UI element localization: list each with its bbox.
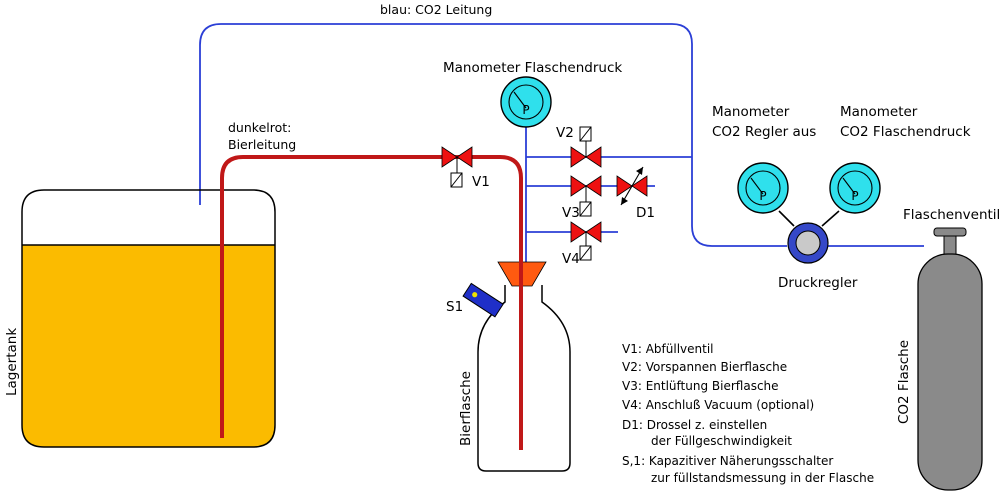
gauge-co2-cylinder: P — [829, 162, 881, 214]
cylinder-body — [917, 253, 983, 491]
throttle-d1 — [616, 166, 648, 206]
gauge-regulator-label-2: CO2 Regler aus — [712, 124, 816, 140]
gauge-regulator-out: P — [737, 162, 789, 214]
valve-v2-label: V2 — [556, 125, 574, 141]
legend: V1: Abfüllventil V2: Vorspannen Bierflas… — [622, 342, 874, 485]
legend-line: S,1: Kapazitiver Näherungsschalter — [622, 454, 833, 468]
gauge-bottle-label: Manometer Flaschendruck — [443, 60, 622, 76]
tank-outline — [21, 189, 276, 448]
gauge-bottle-pressure: P — [500, 76, 552, 128]
valve-v3 — [570, 175, 602, 217]
legend-line: zur füllstandsmessung in der Flasche — [651, 471, 874, 485]
valve-v4-label: V4 — [562, 251, 580, 267]
legend-line: V3: Entlüftung Bierflasche — [622, 379, 779, 393]
gauge-letter: P — [759, 189, 766, 203]
cylinder-valve-label: Flaschenventil — [903, 207, 1000, 223]
tank-label: Lagertank — [4, 328, 20, 396]
storage-tank — [21, 189, 276, 448]
legend-line: V4: Anschluß Vacuum (optional) — [622, 398, 814, 412]
beer-line-label-2: Bierleitung — [228, 137, 296, 152]
gauge-letter: P — [851, 189, 858, 203]
co2-cylinder — [917, 227, 983, 491]
pressure-regulator — [778, 210, 840, 264]
beer-fill — [22, 245, 275, 447]
co2-line-label: blau: CO2 Leitung — [380, 2, 492, 17]
beer-line-label-1: dunkelrot: — [228, 120, 291, 135]
valve-v2 — [570, 126, 602, 168]
valve-v1-label: V1 — [472, 174, 490, 190]
legend-line: D1: Drossel z. einstellen — [622, 418, 767, 432]
co2-bottle-label: CO2 Flasche — [896, 340, 912, 424]
capacitive-sensor — [462, 282, 504, 318]
sensor-s1-label: S1 — [446, 299, 463, 315]
co2-main-line — [199, 23, 787, 247]
legend-line: V2: Vorspannen Bierflasche — [622, 360, 787, 374]
valve-v3-label: V3 — [562, 205, 580, 221]
throttle-d1-label: D1 — [636, 205, 655, 221]
legend-line: der Füllgeschwindigkeit — [651, 434, 792, 448]
gauge-letter: P — [522, 103, 529, 117]
gauge-regulator-label-1: Manometer — [712, 104, 790, 120]
bottle-label: Bierflasche — [458, 371, 474, 446]
gauge-co2-label-1: Manometer — [840, 104, 918, 120]
legend-line: V1: Abfüllventil — [622, 342, 714, 356]
cylinder-valve-handle — [933, 227, 967, 237]
regulator-label: Druckregler — [778, 275, 858, 291]
valve-v1 — [441, 146, 473, 188]
co2-lines — [199, 23, 924, 288]
beer-bottle — [462, 261, 571, 472]
bottle-outline — [477, 285, 571, 472]
valve-v4 — [570, 221, 602, 261]
beer-line — [220, 155, 523, 450]
gauge-co2-label-2: CO2 Flaschendruck — [840, 124, 971, 140]
